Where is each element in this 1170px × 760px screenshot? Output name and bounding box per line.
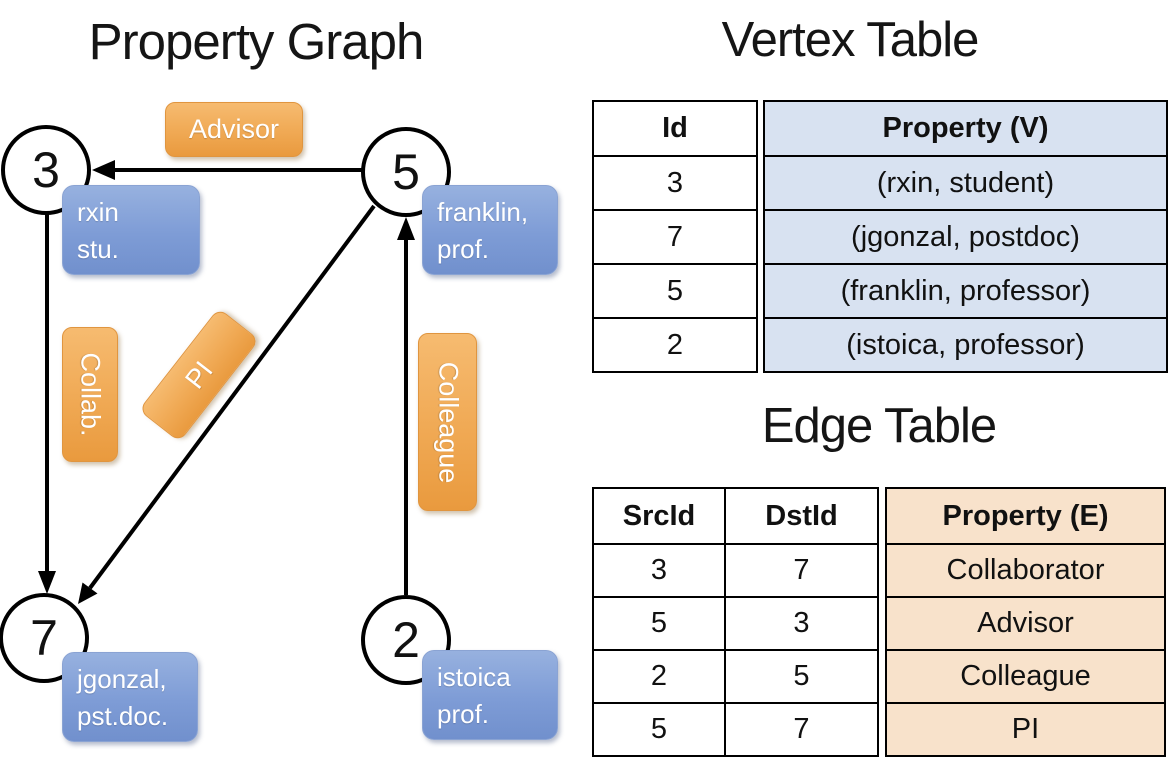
edge-table-cell-dstid: 7	[726, 702, 877, 755]
edge-table-dstid-column: DstId 7 3 5 7	[724, 489, 877, 755]
vertex-label-jgonzal-line1: jgonzal,	[77, 664, 167, 694]
edge-table-cell-property: Advisor	[887, 596, 1164, 649]
edge-label-collab-text: Collab.	[75, 352, 106, 437]
vertex-table-property-column: Property (V) (rxin, student) (jgonzal, p…	[763, 100, 1168, 373]
edge-table-header-srcid: SrcId	[622, 499, 696, 532]
edge-table-cell-srcid: 5	[594, 702, 724, 755]
edge-table: SrcId 3 5 2 5 DstId 7 3 5 7 Property (E)…	[592, 487, 1166, 757]
node-3-id: 3	[32, 142, 60, 198]
vertex-table-cell-property: (franklin, professor)	[765, 263, 1166, 317]
edge-table-ids-group: SrcId 3 5 2 5 DstId 7 3 5 7	[592, 487, 879, 757]
edge-label-collab: Collab.	[62, 327, 118, 462]
edge-pi-arrowhead	[78, 582, 98, 604]
node-7-id: 7	[30, 610, 58, 666]
edge-table-header-dstid: DstId	[765, 499, 838, 532]
edge-table-header-property: Property (E)	[942, 499, 1109, 532]
vertex-table-header-id: Id	[662, 112, 688, 144]
edge-table-cell-srcid: 2	[594, 649, 724, 702]
edge-table-title: Edge Table	[761, 399, 997, 453]
vertex-table-cell-id: 7	[594, 209, 756, 263]
edge-table-cell-dstid: 3	[726, 596, 877, 649]
edge-advisor-arrowhead	[92, 160, 115, 180]
edge-table-cell-property: Colleague	[887, 649, 1164, 702]
edge-label-advisor-text: Advisor	[188, 114, 280, 144]
edge-table-cell-dstid: 5	[726, 649, 877, 702]
edge-pi-line	[88, 204, 376, 590]
node-2-id: 2	[392, 612, 420, 668]
vertex-label-istoica-line1: istoica	[437, 662, 511, 692]
edge-label-advisor: Advisor	[165, 102, 303, 157]
vertex-label-franklin: franklin, prof.	[422, 185, 558, 275]
node-2: 2	[361, 595, 451, 685]
vertex-table-cell-id: 3	[594, 155, 756, 209]
node-5-id: 5	[392, 144, 420, 200]
vertex-table-cell-property: (rxin, student)	[765, 155, 1166, 209]
edge-label-pi-text: PI	[178, 355, 219, 394]
edge-table-property-column: Property (E) Collaborator Advisor Collea…	[885, 487, 1166, 757]
vertex-label-rxin-line2: stu.	[77, 234, 119, 264]
vertex-table-header-property: Property (V)	[882, 112, 1049, 144]
vertex-table-cell-property: (jgonzal, postdoc)	[765, 209, 1166, 263]
edge-table-cell-dstid: 7	[726, 543, 877, 596]
property-graph-title: Property Graph	[88, 13, 425, 70]
vertex-label-istoica-line2: prof.	[437, 699, 490, 729]
vertex-label-jgonzal-line2: pst.doc.	[77, 701, 169, 731]
vertex-label-istoica: istoica prof.	[422, 650, 558, 740]
vertex-table-title: Vertex Table	[721, 13, 980, 67]
edge-table-srcid-column: SrcId 3 5 2 5	[594, 489, 724, 755]
edge-table-cell-property: PI	[887, 702, 1164, 755]
vertex-table: Id 3 7 5 2 Property (V) (rxin, student) …	[592, 100, 1168, 373]
edge-table-cell-srcid: 5	[594, 596, 724, 649]
vertex-table-cell-id: 2	[594, 317, 756, 371]
vertex-label-rxin: rxin stu.	[62, 185, 200, 275]
edge-collab-arrowhead	[38, 571, 56, 594]
vertex-table-cell-id: 5	[594, 263, 756, 317]
edge-table-cell-property: Collaborator	[887, 543, 1164, 596]
vertex-label-franklin-line1: franklin,	[437, 197, 529, 227]
vertex-label-rxin-line1: rxin	[77, 197, 119, 227]
edge-table-cell-srcid: 3	[594, 543, 724, 596]
vertex-table-cell-property: (istoica, professor)	[765, 317, 1166, 371]
graph-canvas	[38, 160, 415, 604]
vertex-label-franklin-line2: prof.	[437, 234, 490, 264]
vertex-table-id-column: Id 3 7 5 2	[592, 100, 758, 373]
edge-label-colleague: Colleague	[418, 333, 477, 511]
vertex-label-jgonzal: jgonzal, pst.doc.	[62, 652, 198, 742]
edge-label-colleague-text: Colleague	[433, 361, 463, 483]
edge-colleague-arrowhead	[397, 217, 415, 240]
